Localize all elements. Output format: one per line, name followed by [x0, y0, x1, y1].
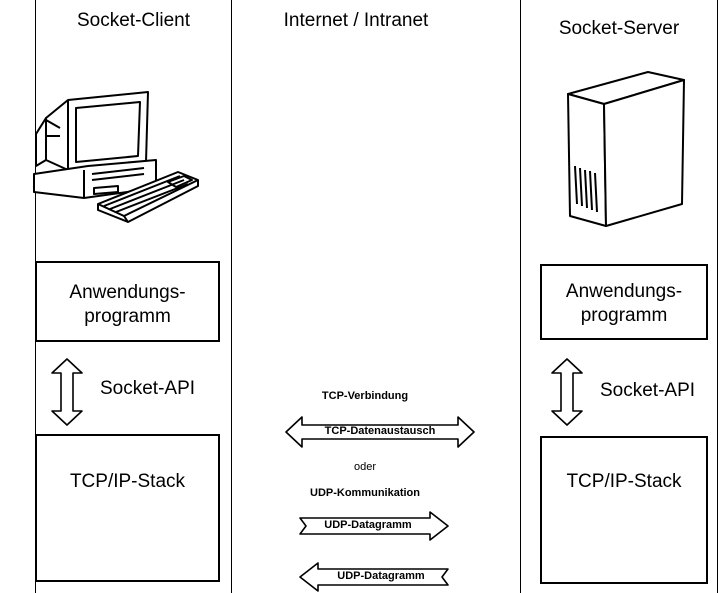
server-tcpip-stack-box: TCP/IP-Stack: [540, 436, 708, 584]
udp-datagram-left-label: UDP-Datagramm: [337, 570, 425, 582]
computer-icon: [33, 91, 199, 223]
tcp-data-exchange-label: TCP-Datenaustausch: [324, 425, 436, 437]
server-socket-api-label: Socket-API: [600, 380, 696, 401]
server-title: Socket-Server: [558, 18, 680, 39]
server-socket-api-arrow: [551, 358, 583, 426]
server-application-line1: Anwendungs-: [565, 281, 683, 302]
client-socket-api-arrow: [51, 358, 83, 426]
or-label: oder: [353, 461, 377, 473]
tcp-connection-heading: TCP-Verbindung: [321, 390, 409, 402]
network-title: Internet / Intranet: [283, 10, 429, 31]
server-tower-icon: [567, 71, 685, 227]
client-tcpip-stack-label: TCP/IP-Stack: [69, 471, 186, 492]
udp-datagram-right-label: UDP-Datagramm: [324, 519, 412, 531]
client-socket-api-label: Socket-API: [100, 378, 196, 399]
server-application-line2: programm: [580, 305, 668, 326]
server-tcpip-stack-label: TCP/IP-Stack: [566, 471, 682, 492]
server-application-box: Anwendungs- programm: [540, 264, 708, 340]
client-application-line1: Anwendungs-: [69, 282, 186, 303]
client-tcpip-stack-box: TCP/IP-Stack: [35, 434, 220, 582]
udp-communication-heading: UDP-Kommunikation: [310, 487, 420, 499]
client-application-box: Anwendungs- programm: [35, 261, 220, 342]
tcp-data-exchange-arrow: [285, 416, 475, 448]
client-title: Socket-Client: [77, 10, 190, 31]
client-application-line2: programm: [84, 306, 171, 327]
udp-datagram-right-arrow: [299, 511, 449, 541]
udp-datagram-left-arrow: [299, 562, 449, 592]
